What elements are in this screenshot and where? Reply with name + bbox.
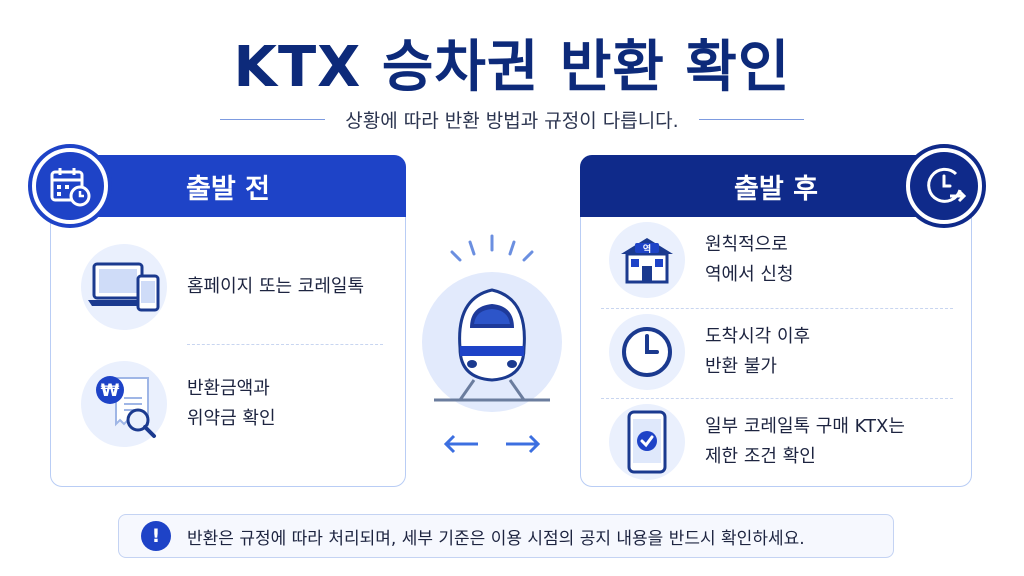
subtitle-right-line xyxy=(698,119,804,120)
after-divider-2 xyxy=(601,398,953,399)
before-item-2-line-2: 위약금 확인 xyxy=(187,408,276,429)
exclamation-icon: ! xyxy=(141,521,171,551)
after-item-3-text: 일부 코레일톡 구매 KTX는 제한 조건 확인 xyxy=(705,412,905,472)
notice-text: 반환은 규정에 따라 처리되며, 세부 기준은 이용 시점의 공지 내용을 반드… xyxy=(187,528,805,549)
svg-text:₩: ₩ xyxy=(101,381,120,401)
phone-check-icon xyxy=(609,404,685,480)
subtitle: 상황에 따라 반환 방법과 규정이 다릅니다. xyxy=(345,110,679,132)
ktx-train-icon xyxy=(434,234,550,402)
before-item-2-line-1: 반환금액과 xyxy=(187,378,270,399)
after-divider-1 xyxy=(601,308,953,309)
before-item-1-text: 홈페이지 또는 코레일톡 xyxy=(187,272,364,302)
station-icon: 역 xyxy=(609,222,685,298)
before-item-1: 홈페이지 또는 코레일톡 xyxy=(81,244,364,330)
after-item-3-line-1: 일부 코레일톡 구매 KTX는 xyxy=(705,416,905,437)
after-item-3-line-2: 제한 조건 확인 xyxy=(705,446,816,467)
clock-arrow-icon xyxy=(902,144,986,228)
station-icon-label: 역 xyxy=(643,243,651,255)
bidirectional-arrows-icon xyxy=(443,434,541,454)
won-receipt-search-icon: ₩ xyxy=(81,361,167,447)
after-item-2-line-1: 도착시각 이후 xyxy=(705,326,811,347)
calendar-clock-icon xyxy=(28,144,112,228)
before-item-2: ₩ 반환금액과 위약금 확인 xyxy=(81,361,276,447)
after-item-1: 역 원칙적으로 역에서 신청 xyxy=(609,222,794,298)
before-item-2-text: 반환금액과 위약금 확인 xyxy=(187,374,276,434)
subtitle-row: 상황에 따라 반환 방법과 규정이 다릅니다. xyxy=(0,106,1024,133)
page-title: KTX 승차권 반환 확인 xyxy=(233,35,791,100)
after-item-3: 일부 코레일톡 구매 KTX는 제한 조건 확인 xyxy=(609,404,905,480)
subtitle-left-line xyxy=(220,119,326,120)
after-item-2-text: 도착시각 이후 반환 불가 xyxy=(705,322,810,382)
before-divider xyxy=(187,344,383,345)
after-item-1-text: 원칙적으로 역에서 신청 xyxy=(705,230,794,290)
notice-bar: ! 반환은 규정에 따라 처리되며, 세부 기준은 이용 시점의 공지 내용을 … xyxy=(118,514,894,558)
before-departure-panel: 출발 전 홈페이지 또는 코레일톡 ₩ xyxy=(50,155,406,487)
after-item-1-line-1: 원칙적으로 xyxy=(705,234,788,255)
after-item-1-line-2: 역에서 신청 xyxy=(705,264,794,285)
after-item-2-line-2: 반환 불가 xyxy=(705,356,777,377)
clock-icon xyxy=(609,314,685,390)
laptop-phone-icon xyxy=(81,244,167,330)
before-item-1-line-1: 홈페이지 또는 코레일톡 xyxy=(187,276,365,297)
after-item-2: 도착시각 이후 반환 불가 xyxy=(609,314,810,390)
